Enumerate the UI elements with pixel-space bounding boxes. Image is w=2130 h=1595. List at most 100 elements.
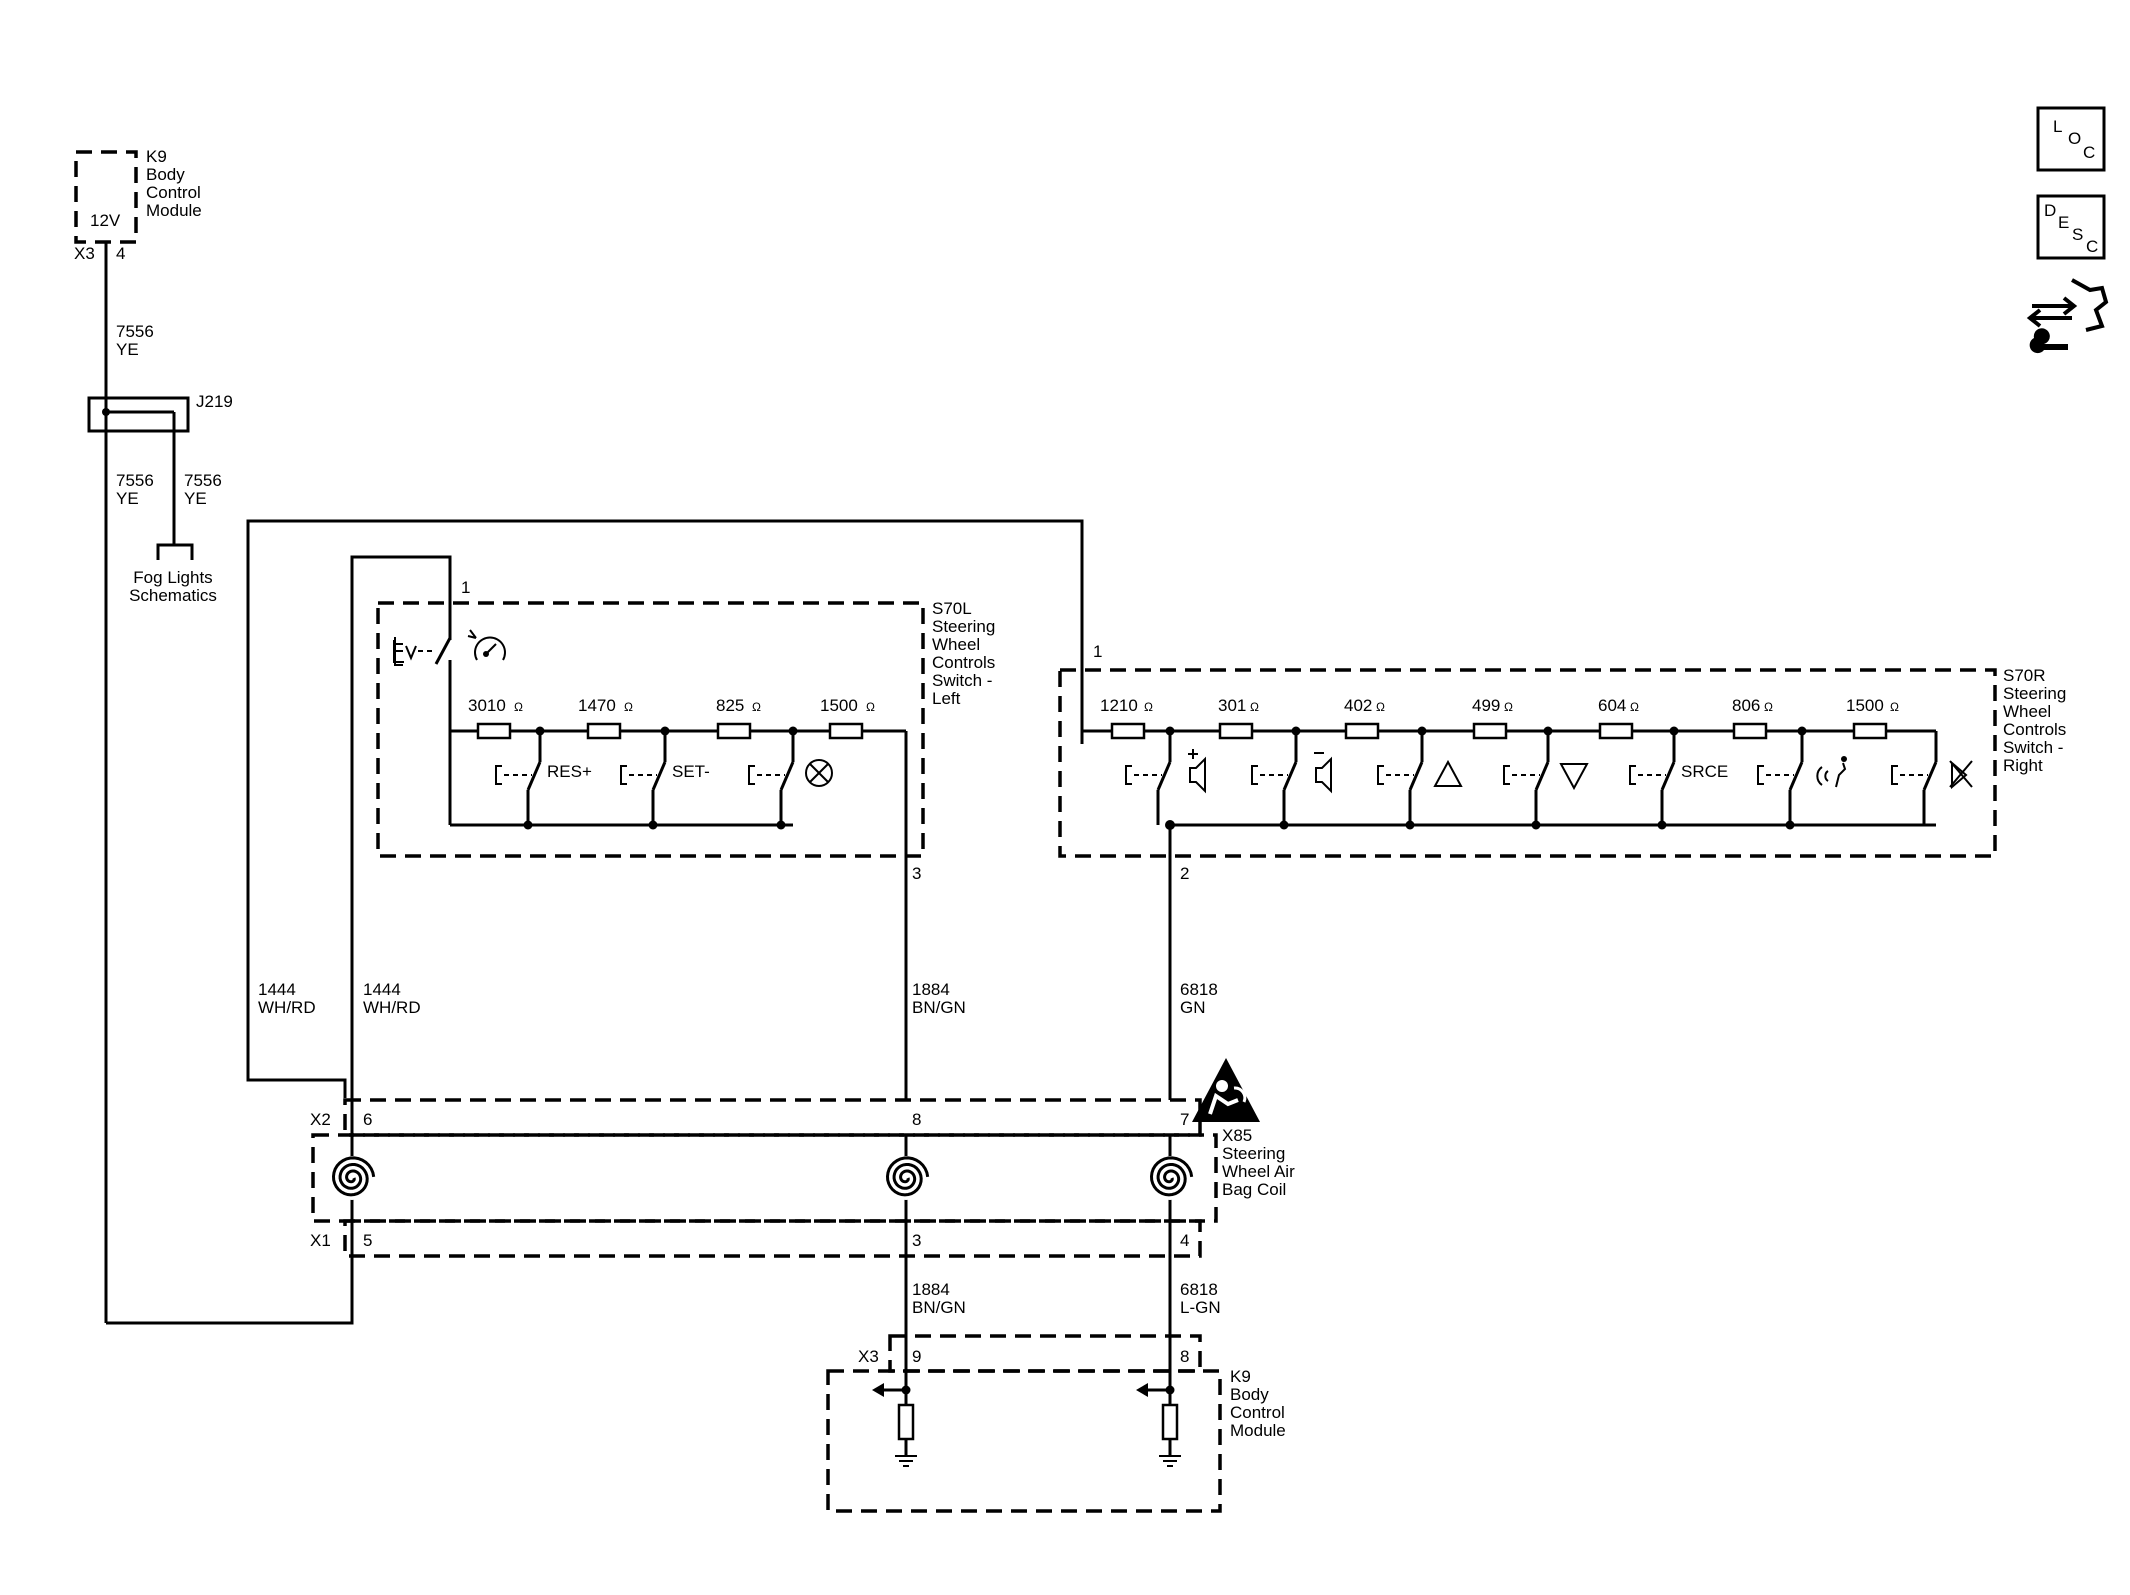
s70r-resistor-6-value: 806: [1732, 696, 1760, 715]
s70r-resistor-4-value: 499: [1472, 696, 1500, 715]
s70r-pin-in: 1: [1093, 642, 1102, 661]
supply-wire-circuit: 7556: [116, 322, 154, 341]
bcm-top-supply: 12V: [90, 211, 121, 230]
s70r-label-6: Right: [2003, 756, 2043, 775]
bcm-input-circuits: [872, 1383, 1181, 1467]
mute-icon: [1949, 760, 1973, 790]
clockspring-coil-2: [884, 1135, 930, 1221]
s70r-output-node: [1165, 820, 1175, 830]
bcm-top-label-2: Body: [146, 165, 185, 184]
s70r-pin-out: 2: [1180, 864, 1189, 883]
s70r-ohm-4: Ω: [1504, 700, 1513, 714]
left-signal-upper-circuit: 1884: [912, 980, 950, 999]
left-signal-lower-color: BN/GN: [912, 1298, 966, 1317]
bcm-top-label-4: Module: [146, 201, 202, 220]
bcm-top-label-1: K9: [146, 147, 167, 166]
s70l-resistor-1-value: 3010: [468, 696, 506, 715]
s70r-resistor-1: [1110, 722, 1146, 740]
s70r-label-5: Switch -: [2003, 738, 2063, 757]
bcm-bottom-module: X3 9 8 K9 Body Control Module: [826, 1334, 1286, 1513]
ev-mode-icon: [393, 640, 417, 663]
s70l-resistor-3: [716, 722, 752, 740]
loc-button[interactable]: L O C: [2036, 106, 2106, 172]
s70r-switch: S70R Steering Wheel Controls Switch - Ri…: [1058, 642, 2066, 1100]
x85-x2-label: X2: [310, 1110, 331, 1129]
set-minus-label: SET-: [672, 762, 710, 781]
right-switch-3: [1377, 726, 1427, 830]
desc-letter-3: S: [2072, 225, 2083, 244]
s70r-resistor-2: [1218, 722, 1254, 740]
loc-letter-2: O: [2068, 129, 2081, 148]
s70l-resistor-4-value: 1500: [820, 696, 858, 715]
splice-right-circuit: 7556: [184, 471, 222, 490]
right-switch-1: [1125, 726, 1175, 825]
bcm-input-2: [1136, 1383, 1181, 1467]
x85-x1-pin-3: 4: [1180, 1231, 1189, 1250]
volume-down-icon: [1314, 752, 1332, 794]
outer-loop-wire: [246, 519, 1084, 1098]
bcm-top-module: K9 Body Control Module 12V X3 4: [74, 147, 202, 263]
fog-reference-line-2[interactable]: Schematics: [129, 586, 217, 605]
splice-left-color: YE: [116, 489, 139, 508]
left-switch-res-base: [495, 765, 532, 785]
x85-label-1: X85: [1222, 1126, 1252, 1145]
right-signal-upper-circuit: 6818: [1180, 980, 1218, 999]
clockspring-coil-3: [1148, 1135, 1194, 1221]
bcm-bottom-box: [826, 1369, 1222, 1513]
right-signal-lower-color: L-GN: [1180, 1298, 1221, 1317]
res-plus-label: RES+: [547, 762, 592, 781]
outer-wire-circuit: 1444: [258, 980, 296, 999]
fog-reference-line-1[interactable]: Fog Lights: [133, 568, 212, 587]
s70l-resistor-4: [828, 722, 864, 740]
volume-up-icon: [1188, 749, 1206, 794]
desc-button[interactable]: D E S C: [2036, 194, 2106, 260]
s70r-resistor-3: [1344, 722, 1380, 740]
cancel-icon: [805, 759, 833, 787]
s70r-ohm-6: Ω: [1764, 700, 1773, 714]
bcm-bottom-label-4: Module: [1230, 1421, 1286, 1440]
left-switch-3: [748, 726, 798, 830]
s70r-resistor-7: [1852, 722, 1888, 740]
right-switch-5: [1629, 726, 1679, 830]
s70r-ohm-7: Ω: [1890, 700, 1899, 714]
srce-label: SRCE: [1681, 762, 1728, 781]
supply-return-wire: [106, 1180, 354, 1325]
x85-x1-connector: [343, 1219, 1202, 1258]
s70r-resistor-7-value: 1500: [1846, 696, 1884, 715]
x85-label-4: Bag Coil: [1222, 1180, 1286, 1199]
s70r-resistor-5-value: 604: [1598, 696, 1626, 715]
right-switch-4: [1503, 726, 1553, 830]
s70r-ohm-2: Ω: [1250, 700, 1259, 714]
s70r-label-4: Controls: [2003, 720, 2066, 739]
splice-box: [87, 396, 190, 433]
bcm-bottom-label-3: Control: [1230, 1403, 1285, 1422]
bcm-bottom-connector: [888, 1334, 1202, 1373]
bcm-bottom-label-1: K9: [1230, 1367, 1251, 1386]
s70r-resistor-4: [1472, 722, 1508, 740]
clockspring-coils: [330, 1135, 1194, 1221]
right-signal-upper-color: GN: [1180, 998, 1206, 1017]
bcm-bottom-pin-left: 9: [912, 1347, 921, 1366]
arrow-down-icon: [1559, 763, 1589, 791]
connector-view-icon[interactable]: [2026, 278, 2109, 354]
s70l-label-6: Left: [932, 689, 961, 708]
x85-x1-pin-1: 5: [363, 1231, 372, 1250]
right-signal-lower-circuit: 6818: [1180, 1280, 1218, 1299]
outer-wire-color: WH/RD: [258, 998, 316, 1017]
loc-letter-3: C: [2083, 143, 2095, 162]
arrow-up-icon: [1433, 759, 1463, 787]
inner-wire-color: WH/RD: [363, 998, 421, 1017]
right-switch-7: [1891, 731, 1938, 825]
s70l-label-5: Switch -: [932, 671, 992, 690]
s70l-resistor-3-value: 825: [716, 696, 744, 715]
s70l-ohm-2: Ω: [624, 700, 633, 714]
s70l-main-blade: [434, 637, 452, 665]
s70l-ohm-4: Ω: [866, 700, 875, 714]
x85-x1-label: X1: [310, 1231, 331, 1250]
left-signal-upper-color: BN/GN: [912, 998, 966, 1017]
s70r-resistor-6: [1732, 722, 1768, 740]
s70l-label-3: Wheel: [932, 635, 980, 654]
s70l-ohm-3: Ω: [752, 700, 761, 714]
s70l-main-actuator: [394, 637, 403, 652]
switch-cells: [495, 726, 1938, 830]
